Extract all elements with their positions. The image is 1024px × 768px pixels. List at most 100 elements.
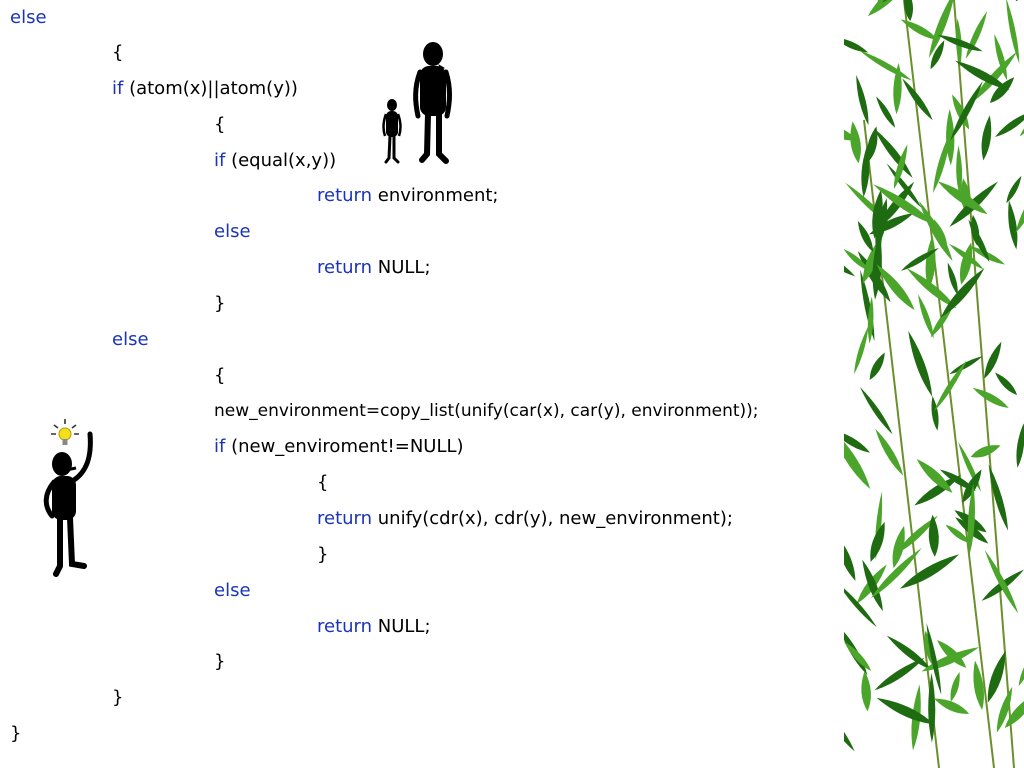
code-line-3: if (atom(x)||atom(y)) [112, 78, 298, 100]
code-text: unify(cdr(x), cdr(y), new_environment); [372, 508, 733, 529]
bamboo-leaf [844, 582, 877, 628]
bamboo-leaf [950, 672, 960, 702]
bamboo-leaf [870, 521, 885, 562]
bamboo-leaf [892, 525, 905, 569]
bamboo-leaf [995, 372, 1018, 396]
code-line-1: else [10, 7, 47, 29]
bamboo-leaf [861, 144, 870, 198]
bamboo-leaf [973, 660, 984, 711]
bamboo-leaf [1018, 649, 1024, 687]
bamboo-leaf [908, 330, 933, 397]
bamboo-stem [953, 0, 1015, 768]
code-line-15: return unify(cdr(x), cdr(y), new_environ… [317, 508, 733, 530]
bamboo-leaf [919, 201, 953, 262]
bamboo-leaf [971, 51, 1018, 103]
bamboo-leaf [926, 622, 942, 695]
code-line-12: new_environment=copy_list(unify(car(x), … [214, 400, 759, 422]
idea-figure-icon [43, 419, 93, 577]
bamboo-leaf [844, 248, 870, 271]
code-line-11: { [214, 365, 225, 387]
keyword-if: if [214, 150, 226, 171]
bamboo-leaf [965, 10, 988, 59]
bamboo-leaf [956, 145, 963, 196]
code-line-13: if (new_enviroment!=NULL) [214, 436, 464, 458]
bamboo-leaf [962, 469, 982, 503]
bamboo-leaf [996, 686, 1013, 733]
bamboo-leaf [967, 483, 975, 555]
code-text: { [214, 365, 226, 386]
bamboo-leaf [906, 268, 957, 309]
code-text: environment; [372, 185, 499, 206]
code-text: (equal(x,y)) [225, 150, 337, 171]
bamboo-leaf [850, 121, 861, 164]
code-text: { [317, 472, 329, 493]
bamboo-leaf [844, 429, 871, 453]
bamboo-leaf [931, 395, 939, 431]
bamboo-leaf [894, 515, 939, 555]
code-text: NULL; [372, 257, 431, 278]
bamboo-leaf [875, 428, 904, 476]
bamboo-leaf [928, 514, 939, 557]
code-line-18: return NULL; [317, 616, 431, 638]
keyword-else: else [214, 221, 251, 242]
bamboo-leaf [876, 96, 896, 128]
bamboo-leaf [937, 181, 988, 215]
bamboo-leaf [947, 262, 958, 296]
code-text: } [214, 651, 226, 672]
bamboo-leaf [933, 698, 970, 714]
keyword-return: return [317, 616, 373, 637]
bamboo-leaf [1015, 0, 1024, 2]
bamboo-leaf [1006, 0, 1020, 64]
bamboo-leaf [876, 697, 934, 725]
code-line-4: { [214, 114, 225, 136]
bamboo-leaf [867, 296, 874, 344]
bamboo-leaf [933, 130, 952, 194]
bamboo-leaf [1008, 200, 1018, 250]
standing-figure-icon [413, 42, 452, 164]
bamboo-leaf [874, 657, 925, 691]
bamboo-leaf [886, 163, 922, 209]
lightbulb-icon [51, 419, 79, 445]
bamboo-leaf [981, 115, 992, 161]
bamboo-leaf [995, 111, 1024, 137]
bamboo-leaf [859, 386, 893, 435]
code-text: { [112, 42, 124, 63]
code-line-20: } [112, 687, 123, 709]
bamboo-leaf [968, 219, 990, 263]
bamboo-leaf [981, 569, 1024, 601]
code-line-21: } [10, 723, 21, 745]
keyword-else: else [112, 329, 149, 350]
code-text: (new_enviroment!=NULL) [225, 436, 464, 457]
bamboo-leaf [844, 534, 856, 581]
code-block: else { if (atom(x)||atom(y)) { if (equal… [10, 7, 759, 745]
bamboo-leaf [925, 235, 936, 290]
code-line-2: { [112, 42, 123, 64]
code-line-16: } [317, 544, 328, 566]
small-figure-icon [382, 99, 402, 164]
bamboo-leaf [857, 220, 874, 252]
code-text: } [112, 687, 124, 708]
bamboo-leaf [1004, 693, 1024, 729]
bamboo-leaf [930, 40, 945, 70]
bamboo-leaf [934, 360, 967, 412]
bamboo-leaf [872, 189, 883, 239]
bamboo-leaf [854, 325, 869, 375]
bamboo-leaf [940, 268, 985, 318]
bamboo-leaf [970, 445, 1001, 458]
bamboo-leaf [844, 704, 855, 752]
keyword-if: if [112, 78, 124, 99]
keyword-else: else [214, 580, 251, 601]
bamboo-leaf [949, 243, 984, 270]
code-text: } [317, 544, 329, 565]
code-line-8: return NULL; [317, 257, 431, 279]
bamboo-leaf [937, 640, 967, 668]
bamboo-leaf [861, 670, 871, 712]
bamboo-leaf [899, 554, 960, 589]
bamboo-leaf [1006, 175, 1022, 204]
bamboo-leaf [916, 458, 953, 493]
bamboo-leaf [870, 547, 922, 599]
bamboo-leaf [928, 0, 956, 58]
code-line-6: return environment; [317, 185, 498, 207]
bamboo-leaf [873, 184, 934, 225]
bamboo-leaf [869, 352, 885, 380]
